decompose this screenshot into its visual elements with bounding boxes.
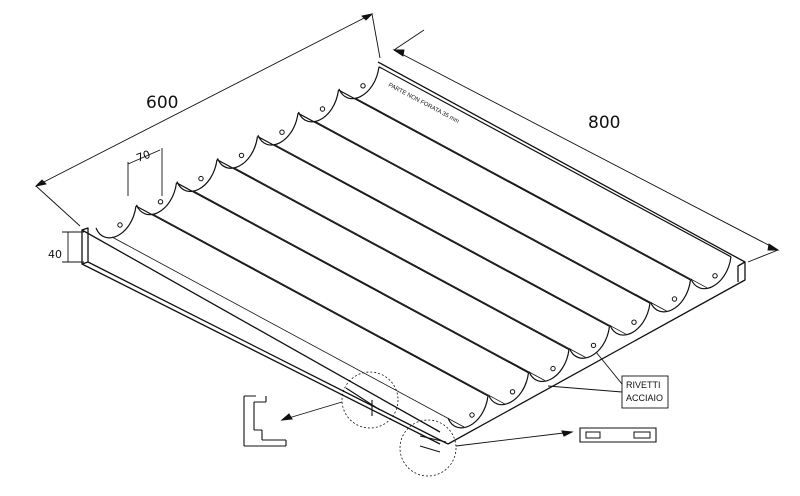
rivet-hole (319, 106, 326, 112)
dimension-length-label: 800 (588, 113, 620, 133)
groove-profile-back (487, 372, 530, 406)
groove-profile (176, 159, 218, 192)
dimension-width-label: 600 (146, 93, 178, 113)
groove-valley-line (354, 97, 708, 289)
groove-ridge-line (257, 135, 610, 327)
rivet-hole (117, 222, 123, 228)
groove-valley-line (111, 236, 465, 428)
groove-ridge-line (176, 182, 529, 374)
groove-profile (257, 113, 299, 146)
groove-valley-line (273, 143, 627, 335)
groove-profile (95, 205, 137, 239)
rivet-hole (550, 365, 556, 372)
dimension-width (34, 13, 381, 227)
groove-profile (216, 136, 259, 169)
rivet-callout (547, 351, 669, 409)
dimension-length (392, 29, 780, 263)
unperforated-note: PARTE NON FORATA 35 mm (387, 82, 460, 124)
rivet-hole (712, 273, 718, 279)
groove-valley-line (152, 213, 505, 405)
groove-profile-back (649, 279, 692, 313)
rivet-hole (469, 412, 475, 418)
groove-profile (338, 66, 380, 100)
rivet-hole (631, 319, 637, 325)
groove-profile (135, 182, 178, 216)
dimension-height-label: 40 (48, 248, 62, 261)
groove-profile-back (690, 256, 732, 290)
rivet-hole (671, 296, 678, 302)
rivet-hole (279, 129, 285, 135)
rivet-holes (117, 83, 718, 418)
dimension-height (62, 231, 84, 263)
groove-ridge-line (338, 89, 691, 281)
groove-ridge-line (216, 159, 570, 351)
rivet-hole (509, 389, 516, 395)
groove-channels (95, 66, 732, 429)
groove-ridge-line (135, 205, 489, 397)
rivet-hole (238, 152, 245, 159)
rivet-hole (157, 199, 164, 205)
tray-outline (81, 61, 746, 445)
groove-profile-back (528, 349, 570, 382)
dimension-pitch-label: 70 (135, 148, 153, 165)
groove-profile-back (568, 326, 611, 359)
groove-ridge-line (378, 66, 732, 258)
groove-profile-back (609, 303, 651, 336)
rivet-hole (360, 83, 366, 89)
groove-valley-line (192, 190, 546, 381)
groove-profile (297, 89, 340, 123)
rivet-callout-line2: ACCIAIO (626, 393, 663, 403)
groove-profile-back (447, 395, 489, 429)
rivet-hole (590, 342, 597, 349)
rivet-callout-line1: RIVETTI (626, 380, 661, 390)
rivet-hole (198, 175, 204, 182)
groove-ridge-line (297, 112, 651, 304)
detail-rivet-profile (399, 419, 657, 477)
groove-valley-line (314, 120, 667, 312)
detail-edge-profile (243, 371, 399, 447)
groove-valley-line (233, 167, 586, 358)
dimension-pitch (127, 148, 163, 196)
